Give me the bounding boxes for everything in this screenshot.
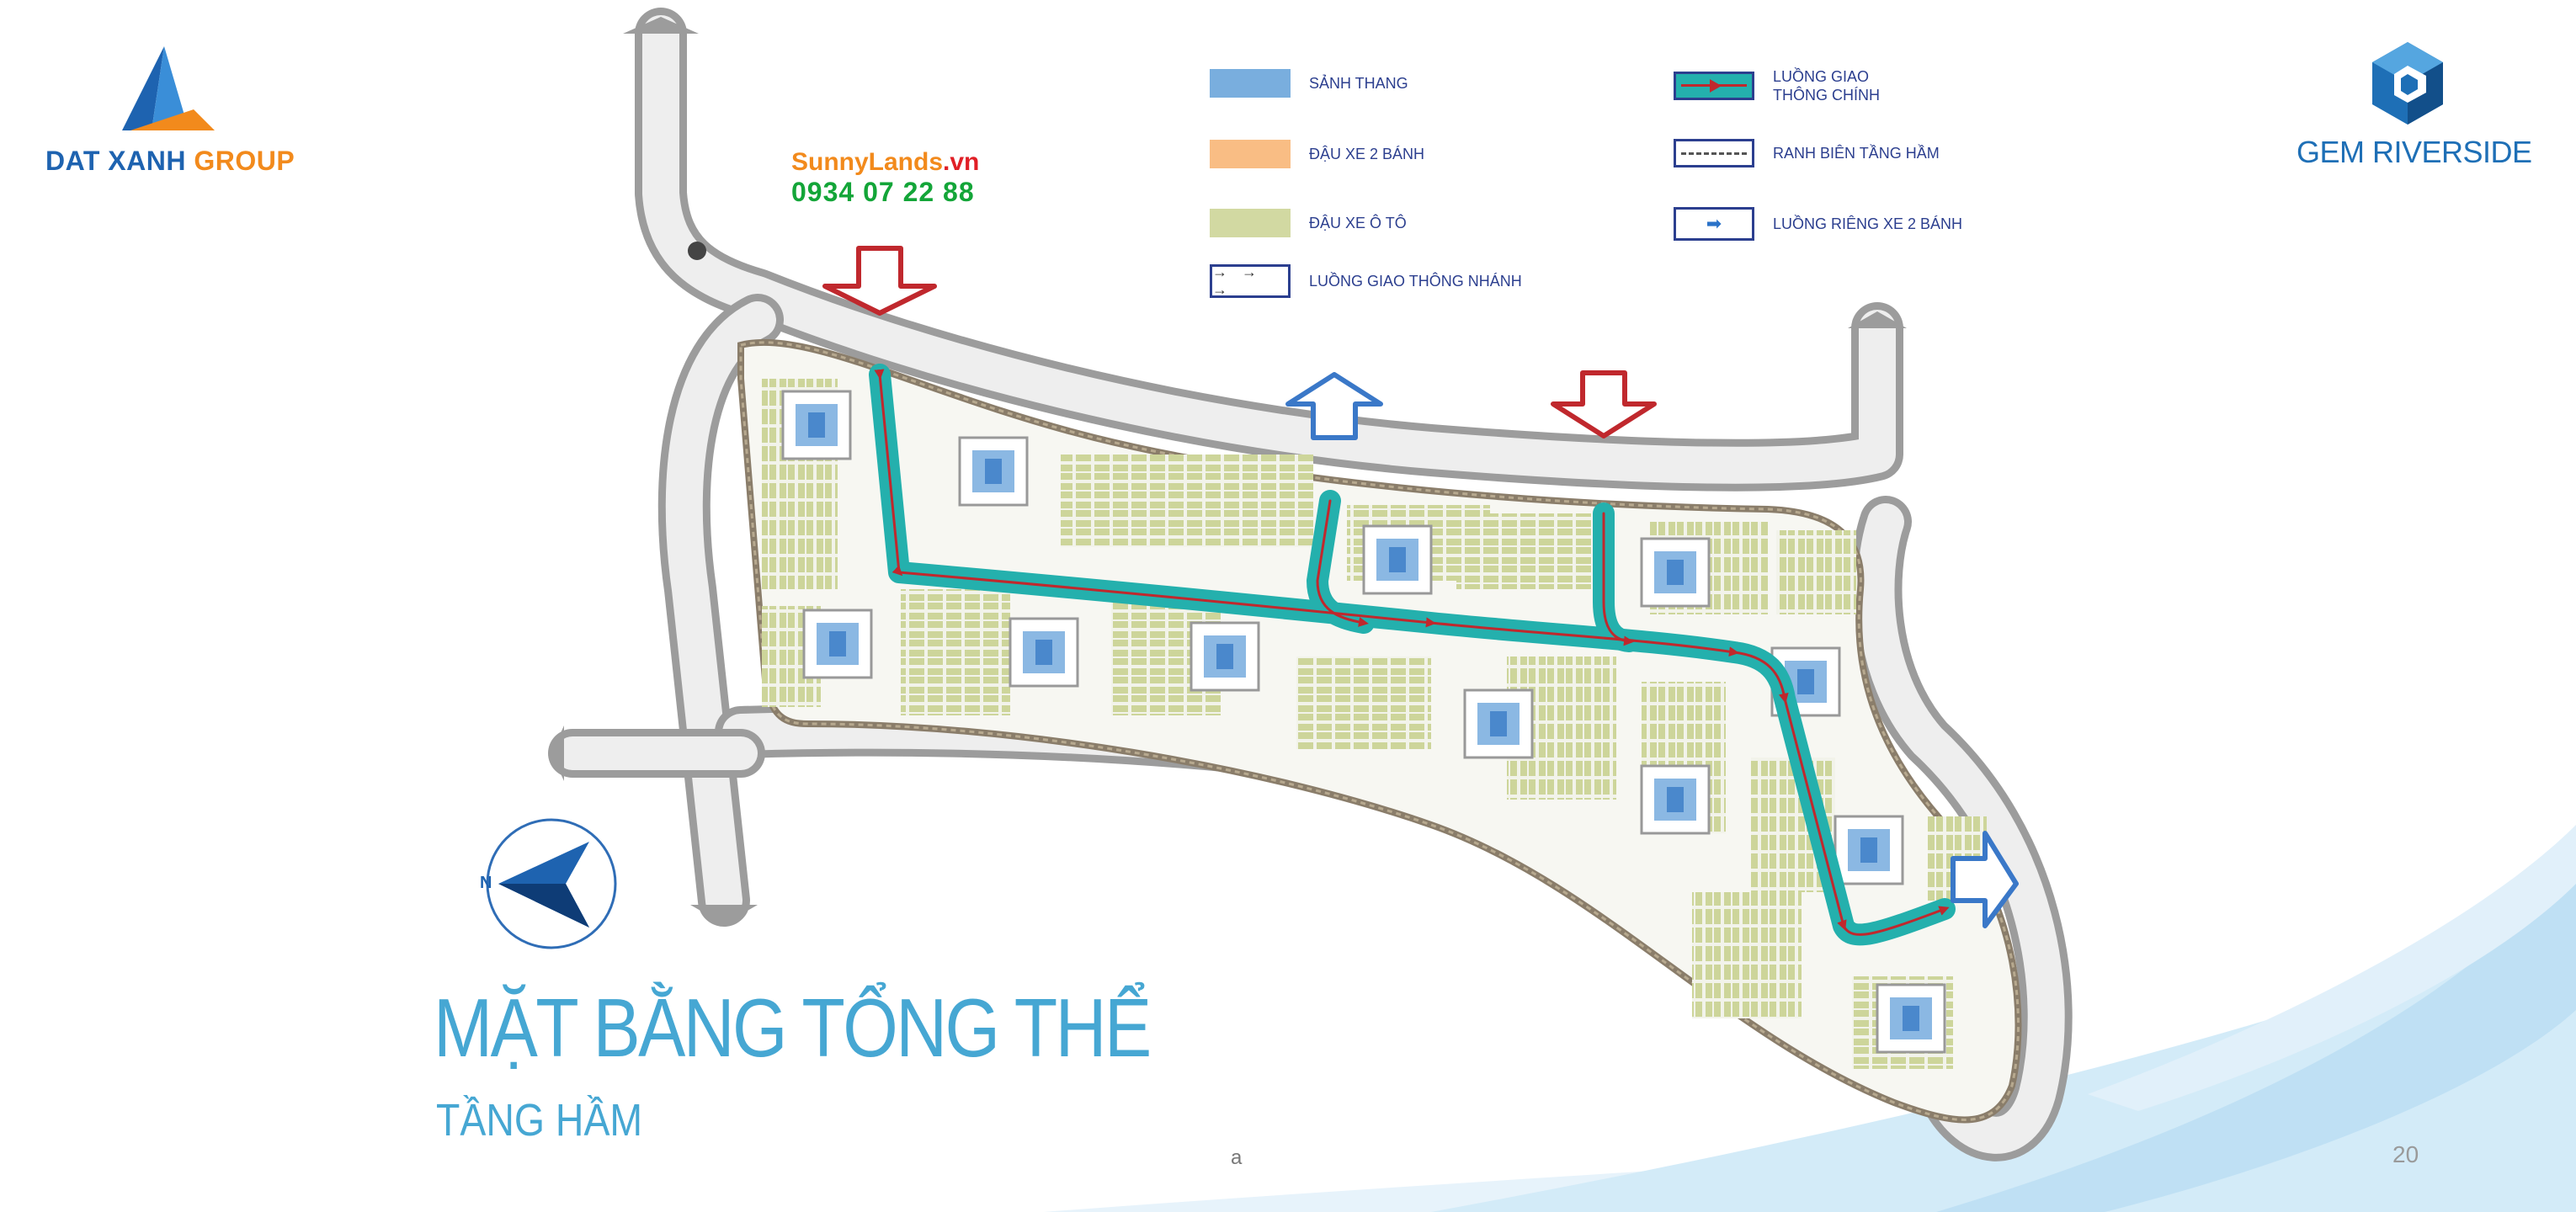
- legend-swatch-boundary: [1674, 139, 1754, 167]
- website-brand: SunnyLands.vn: [791, 148, 979, 177]
- legend-label: SẢNH THANG: [1309, 75, 1408, 92]
- legend-car-parking: ĐẬU XE Ô TÔ: [1210, 209, 1407, 237]
- legend-swatch-orange: [1210, 140, 1291, 168]
- legend-swatch-blue: [1210, 69, 1291, 98]
- dat-xanh-wordmark: DAT XANH GROUP: [45, 146, 295, 177]
- exit-arrow-right: [1951, 831, 2019, 928]
- legend-swatch-branch: → → →: [1210, 263, 1291, 298]
- gem-cube-icon: [2372, 42, 2443, 125]
- gem-riverside-logo: GEM RIVERSIDE: [2281, 40, 2551, 175]
- legend-main-traffic: LUỒNG GIAO THÔNG CHÍNH: [1674, 67, 1924, 104]
- dat-xanh-logo: DAT XANH GROUP: [42, 46, 303, 189]
- legend-bike-lane: ➡ LUỒNG RIÊNG XE 2 BÁNH: [1674, 207, 1962, 241]
- legend-label: ĐẬU XE 2 BÁNH: [1309, 146, 1425, 162]
- exit-arrow-up: [1285, 372, 1383, 440]
- legend-label: LUỒNG GIAO THÔNG NHÁNH: [1309, 273, 1522, 290]
- compass-label: N: [480, 874, 492, 892]
- legend-bike-parking: ĐẬU XE 2 BÁNH: [1210, 140, 1424, 168]
- entry-arrow-1: [822, 246, 937, 316]
- legend-elevator-lobby: SẢNH THANG: [1210, 69, 1408, 98]
- dat-xanh-text: DAT XANH: [45, 146, 186, 176]
- brand-name: SunnyLands: [791, 148, 944, 176]
- legend-basement-boundary: RANH BIÊN TẦNG HẦM: [1674, 139, 1940, 167]
- gem-riverside-wordmark: GEM RIVERSIDE: [2297, 135, 2532, 169]
- legend-swatch-green: [1210, 209, 1291, 237]
- arrow-right-icon: ➡: [1706, 213, 1722, 234]
- legend-label: RANH BIÊN TẦNG HẦM: [1773, 145, 1940, 162]
- north-compass: [486, 818, 617, 949]
- dat-xanh-mark-icon: [122, 46, 215, 130]
- legend-swatch-traffic: [1674, 72, 1754, 100]
- legend-swatch-bike-lane: ➡: [1674, 207, 1754, 241]
- main-traffic-route: [869, 364, 1956, 946]
- phone-number: 0934 07 22 88: [791, 177, 975, 207]
- branch-arrows-icon: → → →: [1212, 263, 1263, 298]
- legend-branch-traffic: → → → LUỒNG GIAO THÔNG NHÁNH: [1210, 263, 1522, 298]
- page-title: MẶT BẰNG TỔNG THỂ: [434, 981, 1152, 1074]
- footer-mark: a: [1231, 1146, 1243, 1169]
- page-number: 20: [2392, 1141, 2419, 1167]
- entry-arrow-2: [1551, 370, 1657, 439]
- legend-label: LUỒNG RIÊNG XE 2 BÁNH: [1773, 215, 1963, 232]
- group-text: GROUP: [194, 146, 295, 176]
- brand-domain: .vn: [943, 148, 980, 176]
- legend-label: ĐẬU XE Ô TÔ: [1309, 215, 1407, 231]
- legend-label: LUỒNG GIAO THÔNG CHÍNH: [1773, 68, 1880, 104]
- page-subtitle: TẦNG HẦM: [436, 1095, 643, 1146]
